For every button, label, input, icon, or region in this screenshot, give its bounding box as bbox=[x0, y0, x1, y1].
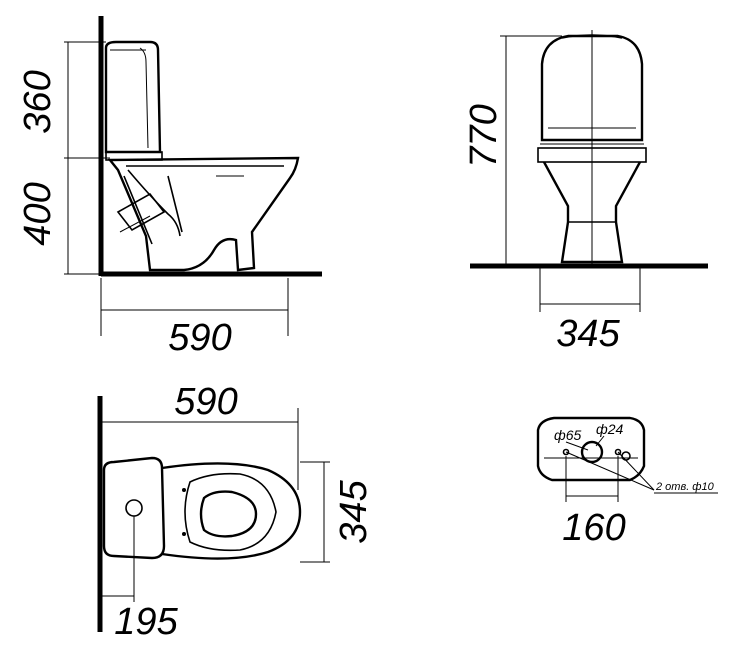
front-view: 770 345 bbox=[463, 30, 708, 355]
label-top-width: 345 bbox=[333, 479, 375, 543]
side-outlet bbox=[116, 192, 166, 232]
detail-small-hole bbox=[621, 451, 631, 461]
side-bowl-inner bbox=[167, 175, 183, 233]
label-side-length: 590 bbox=[168, 317, 231, 359]
label-total-height: 770 bbox=[463, 104, 505, 167]
side-tank bbox=[104, 40, 162, 154]
label-offset: 195 bbox=[114, 601, 178, 643]
side-view: 360 400 590 bbox=[17, 16, 322, 359]
front-tank bbox=[540, 34, 644, 142]
detail-tank-outline bbox=[536, 416, 646, 482]
leader-hole-large bbox=[565, 441, 589, 451]
label-base-width: 345 bbox=[556, 313, 620, 355]
leader-mount-left bbox=[565, 451, 655, 491]
label-top-length: 590 bbox=[174, 381, 237, 423]
top-view: 590 345 195 bbox=[97, 381, 375, 643]
label-hole-small: ф24 bbox=[596, 421, 623, 437]
label-spacing: 160 bbox=[562, 507, 625, 549]
top-bowl-opening bbox=[199, 490, 258, 538]
top-bowl-outer bbox=[161, 462, 302, 560]
side-trap-line bbox=[127, 169, 181, 237]
detail-mount-hole-right bbox=[614, 448, 622, 456]
side-tank-edge bbox=[139, 47, 149, 149]
label-hole-large: ф65 bbox=[554, 427, 581, 443]
leader-mount-right bbox=[617, 451, 655, 491]
side-outlet-pipe bbox=[119, 215, 151, 233]
side-bowl bbox=[107, 156, 300, 272]
detail-flush-hole bbox=[580, 440, 604, 464]
leader-hole-small bbox=[595, 435, 605, 447]
top-seat-bolt-1 bbox=[182, 488, 186, 492]
tank-detail: ф65 ф24 2 отв. ф10 160 bbox=[536, 416, 718, 549]
top-flush-button bbox=[125, 499, 143, 517]
top-tank bbox=[102, 456, 166, 560]
side-trap-outer bbox=[123, 175, 153, 245]
top-seat-bolt-2 bbox=[182, 532, 186, 536]
detail-mount-hole-left bbox=[562, 448, 570, 456]
label-mount-holes: 2 отв. ф10 bbox=[655, 481, 715, 493]
top-seat-ring bbox=[184, 472, 277, 552]
label-bowl-height: 400 bbox=[17, 182, 59, 245]
label-tank-height: 360 bbox=[17, 70, 59, 133]
